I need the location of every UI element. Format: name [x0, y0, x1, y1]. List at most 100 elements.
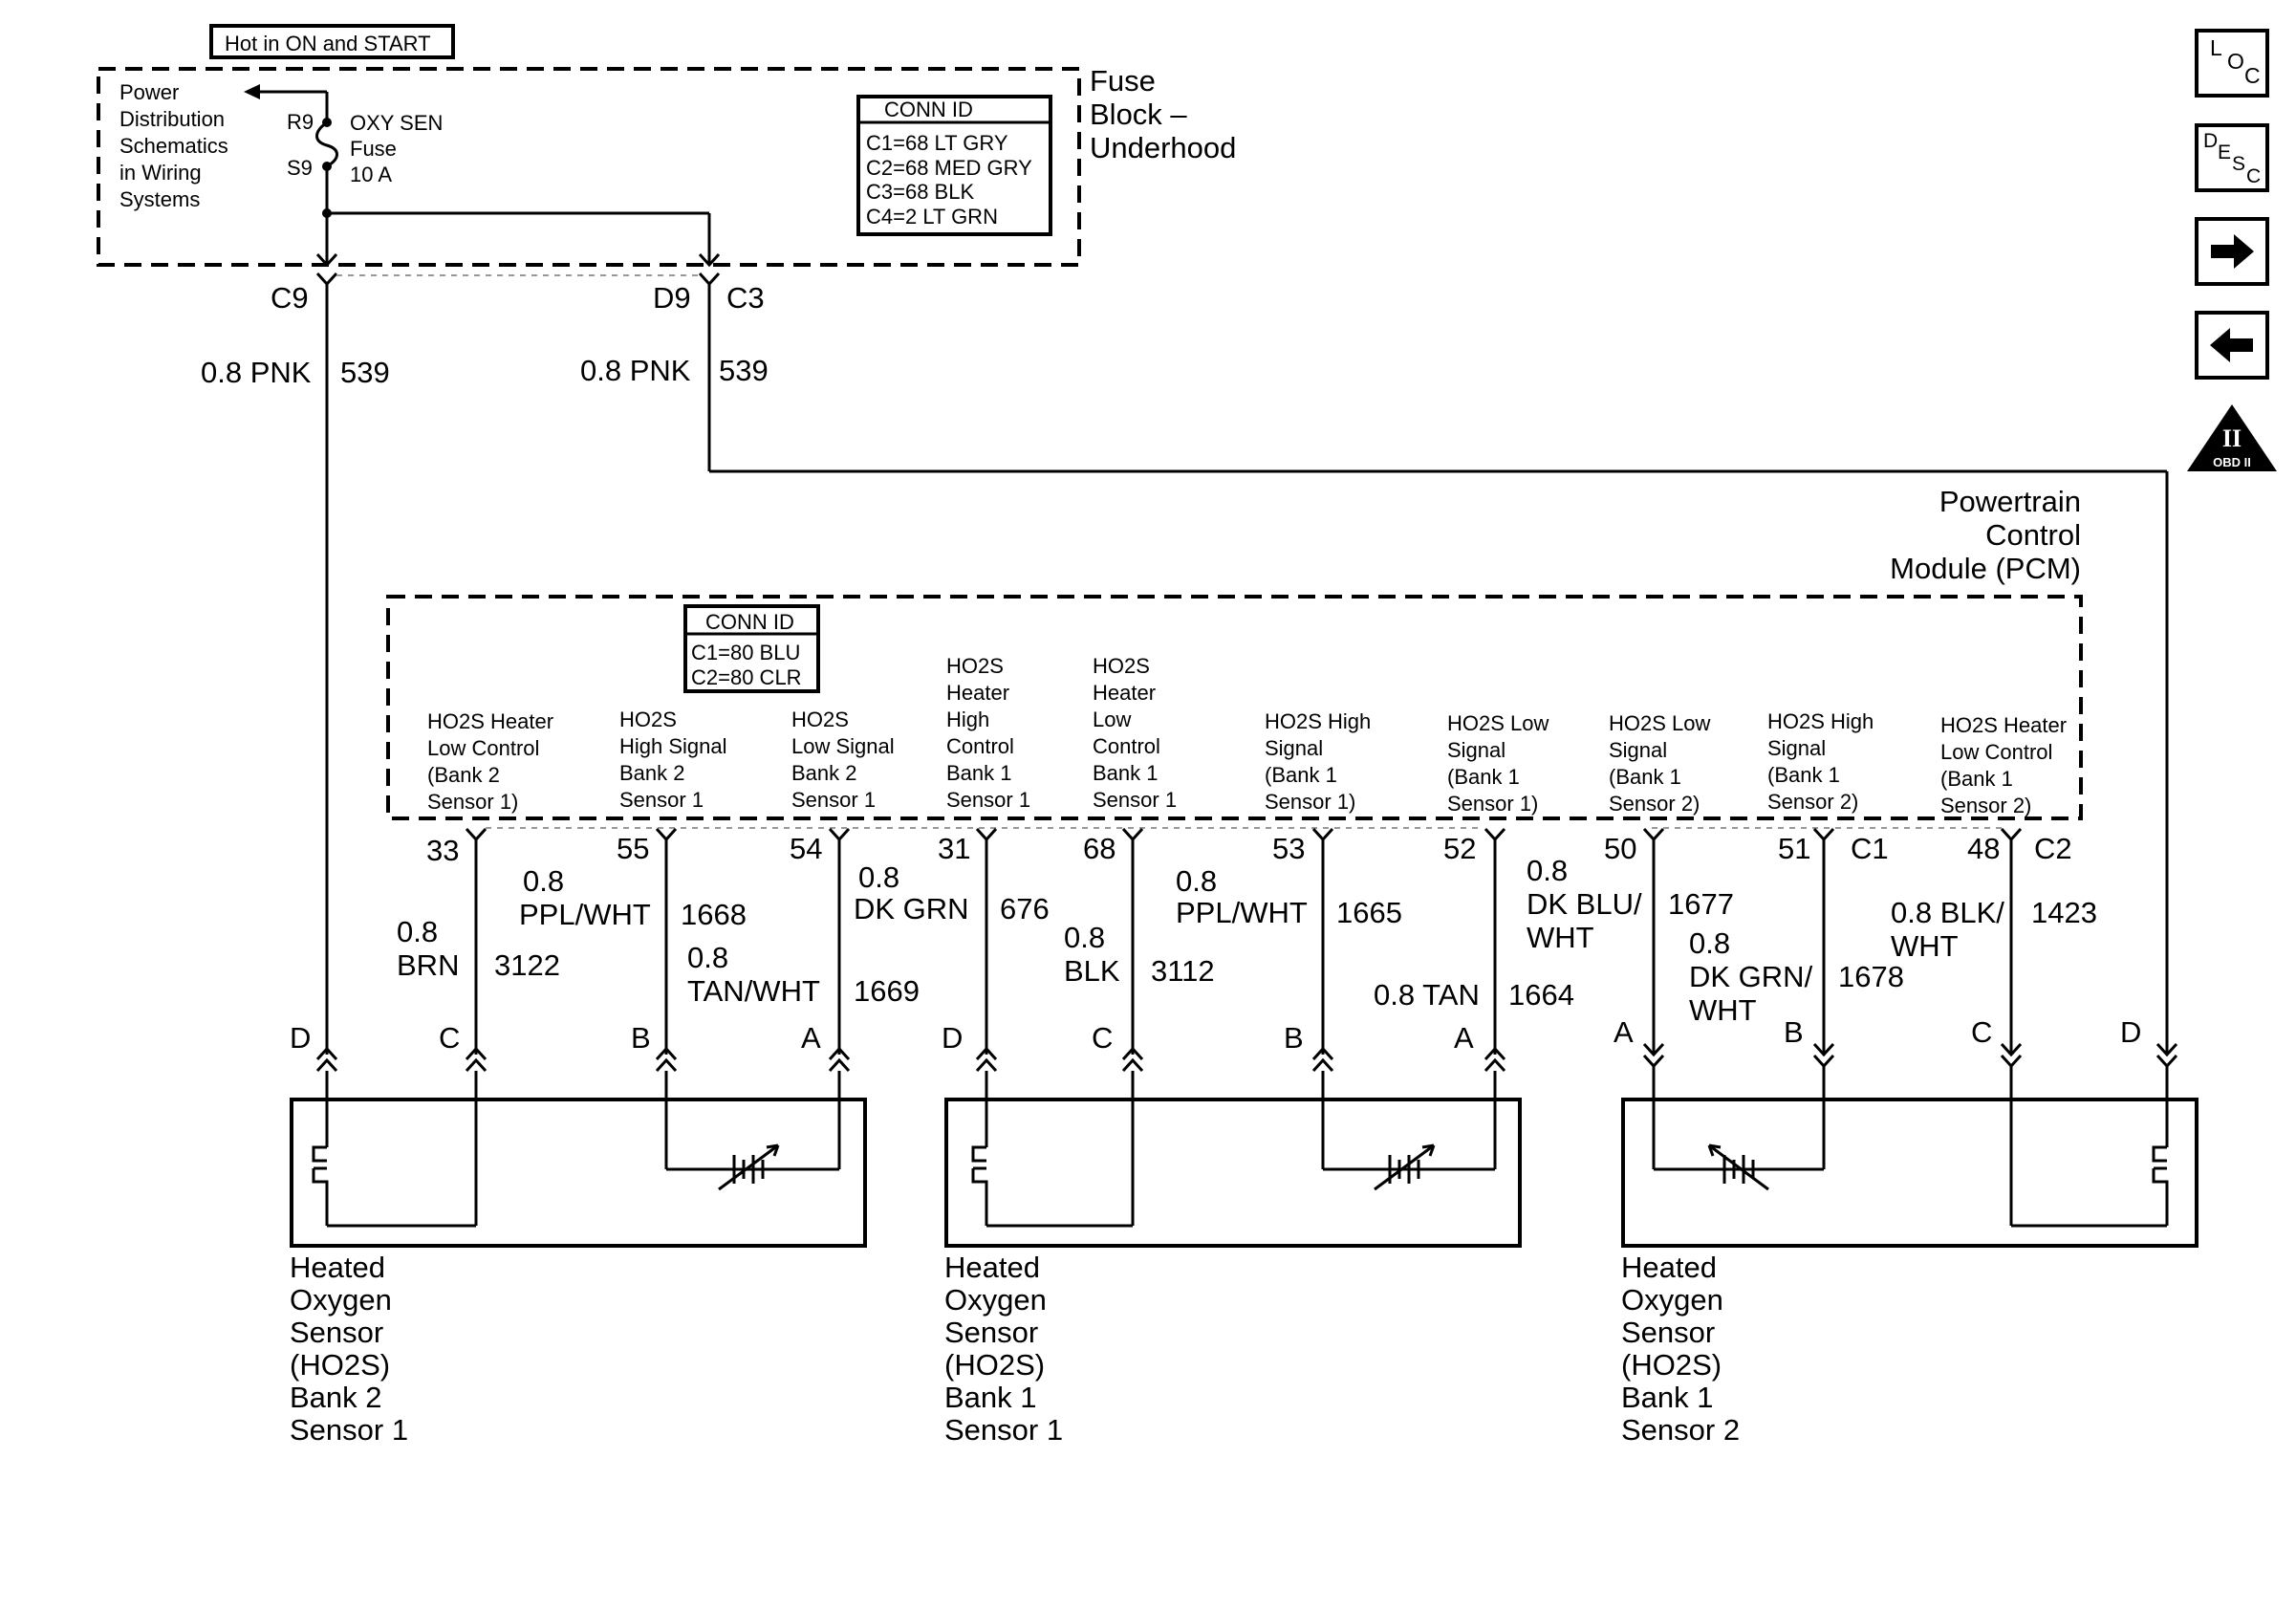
- left-wire-circuit: 539: [340, 356, 390, 389]
- obd-roman: II: [2222, 425, 2242, 452]
- pin-33-line-3: (Bank 2: [427, 763, 500, 787]
- pcm-pin-53-desc: HO2S High Signal (Bank 1 Sensor 1): [1265, 709, 1371, 814]
- pcm-title-1: Powertrain: [1939, 485, 2081, 518]
- desc-letter-1: D: [2203, 130, 2218, 152]
- pin-48-line-1: HO2S Heater: [1940, 713, 2067, 737]
- wire-2-circuit: 1668: [681, 898, 747, 931]
- wire-9-color-1: DK GRN/: [1689, 960, 1813, 993]
- obd-ii-button[interactable]: II OBD II: [2187, 404, 2277, 471]
- pin-51-line-3: (Bank 1: [1767, 763, 1840, 787]
- wire-7-color: 0.8 TAN: [1374, 978, 1480, 1012]
- s3-body: [1621, 1098, 2199, 1248]
- c9-chevron-icon: [315, 252, 338, 268]
- s2-name-1: Heated: [944, 1251, 1040, 1284]
- wire-8-circuit: 1677: [1668, 887, 1734, 921]
- fuse-icon: [315, 120, 338, 168]
- wire-5-color: BLK: [1064, 954, 1120, 988]
- wire-9-circuit: 1678: [1838, 960, 1904, 993]
- wire-3-circuit: 1669: [854, 974, 920, 1008]
- arrow-right-icon: [2211, 234, 2254, 269]
- pin-68-line-1: HO2S: [1093, 654, 1150, 678]
- pin-33-line-1: HO2S Heater: [427, 709, 553, 733]
- pin-33-line-2: Low Control: [427, 736, 539, 760]
- wire-10-color-1: 0.8 BLK/: [1891, 896, 2004, 929]
- fuse-conn-line-1: C1=68 LT GRY: [866, 131, 1008, 155]
- pin-68-line-2: Heater: [1093, 681, 1156, 705]
- wire-10-color-2: WHT: [1891, 929, 1959, 963]
- pin-53-line-4: Sensor 1): [1265, 790, 1355, 814]
- pcm-conn-id-box: [683, 604, 820, 693]
- wire-5-size: 0.8: [1064, 921, 1105, 954]
- loc-button[interactable]: L O C: [2195, 29, 2269, 98]
- pcm-conn-id-title: CONN ID: [705, 610, 794, 634]
- pin-53-line-3: (Bank 1: [1265, 763, 1337, 787]
- s1-variable-cell-icon: [718, 1143, 780, 1191]
- pin-31-number: 31: [938, 832, 970, 865]
- wire-2-size: 0.8: [523, 864, 564, 898]
- fuse-name-2: Fuse: [350, 137, 397, 161]
- fuse-block-title-1: Fuse: [1090, 64, 1156, 98]
- fuse-conn-id-box: [856, 95, 1052, 236]
- wire-8-size: 0.8: [1527, 854, 1568, 887]
- wire-3-color: TAN/WHT: [687, 974, 820, 1008]
- pcm-pin-31-desc: HO2S Heater High Control Bank 1 Sensor 1: [946, 654, 1030, 812]
- pin-31-line-2: Heater: [946, 681, 1009, 705]
- fuse-block-title-3: Underhood: [1090, 131, 1236, 164]
- pcm-pin-33-desc: HO2S Heater Low Control (Bank 2 Sensor 1…: [427, 709, 553, 814]
- s3-name-4: (HO2S): [1621, 1348, 1722, 1382]
- fuse-output-wires: C9 D9 C3 0.8 PNK 539 0.8 PNK 539: [201, 281, 2169, 1055]
- s3-pin-c: C: [1971, 1015, 1992, 1049]
- wire-1-size: 0.8: [397, 915, 438, 948]
- right-wire-circuit: 539: [719, 354, 769, 387]
- prev-button[interactable]: [2195, 311, 2269, 380]
- s3-name-6: Sensor 2: [1621, 1413, 1740, 1447]
- s2-name-4: (HO2S): [944, 1348, 1045, 1382]
- s2-pin-d: D: [942, 1021, 963, 1055]
- pcm-outline: [386, 595, 2083, 820]
- sensor-bank2-sensor1: D C B A Heated Oxygen Sensor (HO2S) Bank…: [290, 1021, 867, 1447]
- pin-52-line-3: (Bank 1: [1447, 765, 1520, 789]
- pds-line-1: Power: [119, 80, 179, 104]
- s1-name-5: Bank 2: [290, 1381, 382, 1414]
- s2-pin-a: A: [1454, 1021, 1474, 1055]
- pin-48-line-2: Low Control: [1940, 740, 2052, 764]
- right-wire-size: 0.8 PNK: [580, 354, 691, 387]
- pin-54-number: 54: [790, 832, 822, 865]
- c9-chevron2-icon: [315, 272, 338, 287]
- pin-55-line-2: High Signal: [619, 734, 727, 758]
- pin-55-line-1: HO2S: [619, 708, 677, 731]
- wire-8-color-2: WHT: [1527, 921, 1594, 954]
- s1-pin-b: B: [631, 1021, 651, 1055]
- d9-chevron-icon: [698, 252, 721, 268]
- s2-pin-b: B: [1284, 1021, 1304, 1055]
- desc-button[interactable]: D E S C: [2195, 123, 2269, 192]
- desc-letter-3: S: [2232, 153, 2245, 175]
- wire-2-color: PPL/WHT: [519, 898, 651, 931]
- fuse-conn-line-2: C2=68 MED GRY: [866, 156, 1032, 180]
- wire-4-size: 0.8: [858, 860, 899, 894]
- c9-pin-label: C9: [271, 281, 309, 315]
- pin-48-line-3: (Bank 1: [1940, 767, 2013, 791]
- hot-label: Hot in ON and START: [225, 32, 431, 55]
- pin-52-line-1: HO2S Low: [1447, 711, 1549, 735]
- desc-letter-2: E: [2218, 142, 2231, 163]
- s2-body: [944, 1098, 1522, 1248]
- fuse-name-1: OXY SEN: [350, 111, 443, 135]
- pin-68-line-6: Sensor 1: [1093, 788, 1177, 812]
- fuse-conn-line-3: C3=68 BLK: [866, 180, 974, 204]
- wire-9-color-2: WHT: [1689, 993, 1757, 1027]
- pin-51-line-4: Sensor 2): [1767, 790, 1858, 814]
- fuse-block-outline: [97, 67, 1081, 267]
- s3-variable-cell-icon: [1707, 1143, 1769, 1191]
- s3-connector-chevrons: [1642, 1042, 2178, 1069]
- pin-52-number: 52: [1443, 832, 1476, 865]
- s1-name-3: Sensor: [290, 1316, 383, 1349]
- s1-pin-a: A: [801, 1021, 821, 1055]
- wire-8-color-1: DK BLU/: [1527, 887, 1642, 921]
- wire-5-circuit: 3112: [1151, 954, 1215, 988]
- fuse-block-title-2: Block –: [1090, 98, 1187, 131]
- pin-54-line-1: HO2S: [791, 708, 849, 731]
- next-button[interactable]: [2195, 217, 2269, 286]
- wire-3-size: 0.8: [687, 941, 728, 974]
- pin-33-line-4: Sensor 1): [427, 790, 518, 814]
